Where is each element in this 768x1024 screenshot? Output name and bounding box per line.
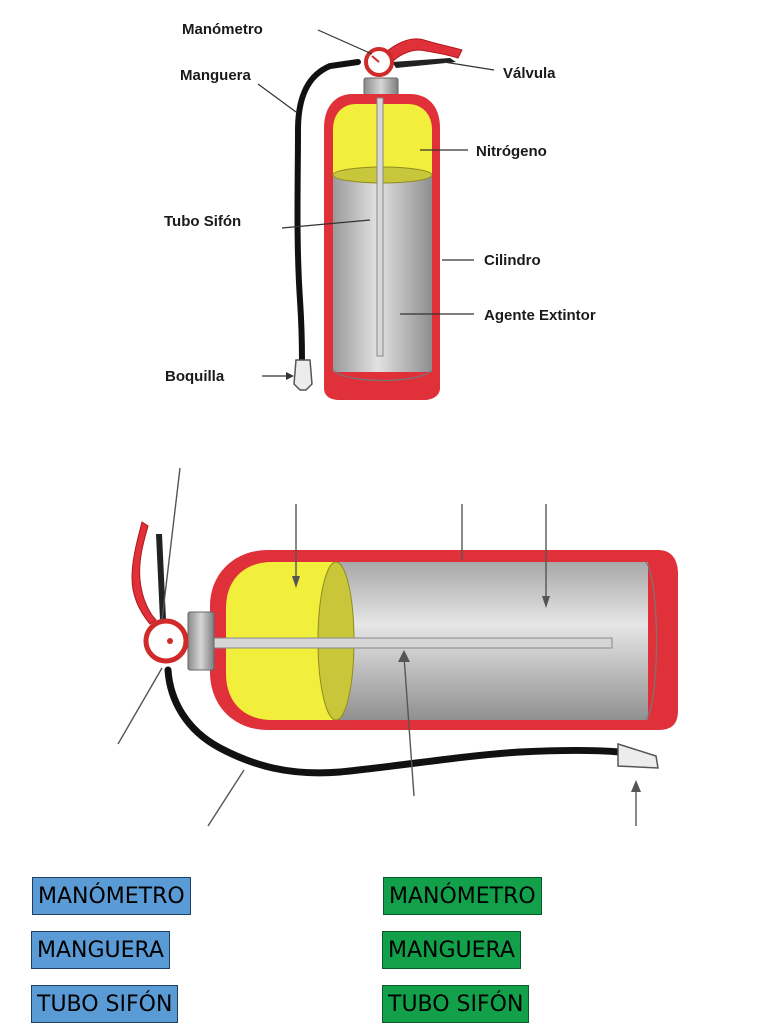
label-manometro: Manómetro bbox=[182, 21, 263, 38]
tile-blue-manometro[interactable]: MANÓMETRO bbox=[32, 877, 191, 915]
arrow-head-1 bbox=[292, 576, 300, 588]
siphon-tube-bottom bbox=[211, 637, 613, 649]
vertical-extinguisher: Manómetro Manguera Válvula Nitrógeno Tub… bbox=[164, 21, 596, 400]
label-cilindro: Cilindro bbox=[484, 252, 541, 269]
valve-handle-top bbox=[392, 58, 456, 68]
neck-top bbox=[363, 77, 399, 97]
label-manguera: Manguera bbox=[180, 67, 252, 84]
hose-top bbox=[294, 59, 361, 365]
tile-blue-manguera[interactable]: MANGUERA bbox=[31, 931, 170, 969]
nozzle-top bbox=[293, 359, 313, 391]
leader-lines-bottom bbox=[117, 467, 637, 827]
hose-bottom bbox=[164, 666, 624, 777]
tile-blue-tubo-sifon[interactable]: TUBO SIFÓN bbox=[31, 985, 179, 1023]
arrow-head-4 bbox=[631, 780, 641, 792]
tile-green-manometro[interactable]: MANÓMETRO bbox=[383, 877, 542, 915]
gauge-bottom bbox=[143, 618, 189, 664]
label-tubo-sifon: Tubo Sifón bbox=[164, 213, 241, 230]
label-valvula: Válvula bbox=[503, 65, 556, 82]
arrow-head-2 bbox=[542, 596, 550, 608]
label-nitrogeno: Nitrógeno bbox=[476, 143, 547, 160]
agent-bottom-top bbox=[332, 369, 433, 382]
label-agente-extintor: Agente Extintor bbox=[484, 307, 596, 324]
siphon-tube-top bbox=[376, 97, 384, 357]
gauge-needle-top bbox=[371, 55, 380, 63]
leader-lines-top bbox=[257, 29, 495, 380]
gauge-center-bottom bbox=[167, 638, 173, 644]
tile-green-tubo-sifon[interactable]: TUBO SIFÓN bbox=[382, 985, 530, 1023]
horizontal-extinguisher bbox=[117, 467, 678, 827]
arrow-head-3 bbox=[398, 650, 410, 662]
valve-lever-bottom bbox=[131, 521, 157, 625]
nozzle-bottom bbox=[617, 742, 659, 769]
valve-handle-bottom bbox=[156, 534, 166, 620]
label-boquilla: Boquilla bbox=[165, 368, 225, 385]
valve-lever-top bbox=[385, 38, 463, 63]
agent-end-bottom bbox=[645, 561, 658, 721]
neck-bottom bbox=[187, 611, 215, 671]
tile-green-manguera[interactable]: MANGUERA bbox=[382, 931, 521, 969]
